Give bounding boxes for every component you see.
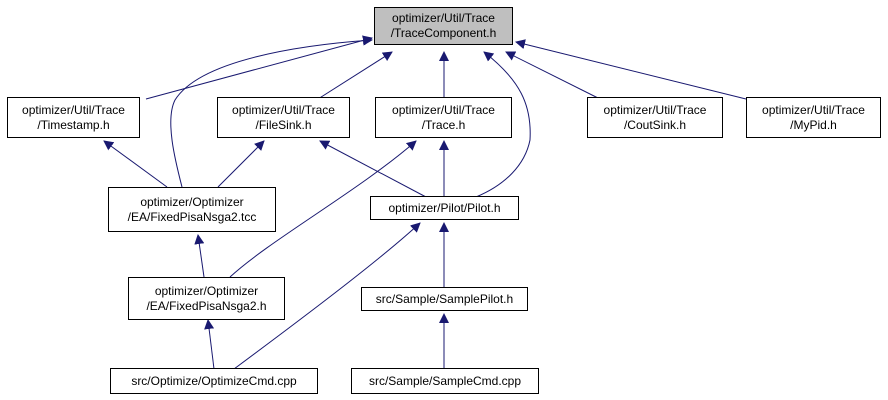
node-label: /EA/FixedPisaNsga2.h: [146, 298, 267, 313]
node-label: /TraceComponent.h: [390, 26, 497, 40]
node-label: optimizer/Pilot/Pilot.h: [388, 200, 501, 215]
node-label: /Timestamp.h: [37, 117, 110, 132]
edge-fixedpisah-to-trace: [229, 140, 417, 278]
edge-filesink-to-tracecomponent: [317, 51, 393, 100]
node-label: src/Optimize/OptimizeCmd.cpp: [131, 373, 297, 388]
node-tracecomponent[interactable]: optimizer/Util/Trace /TraceComponent.h: [374, 7, 513, 45]
node-trace[interactable]: optimizer/Util/Trace /Trace.h: [375, 97, 512, 138]
edge-timestamp-to-tracecomponent: [145, 35, 373, 100]
node-samplepilot[interactable]: src/Sample/SamplePilot.h: [361, 287, 528, 311]
node-label: optimizer/Util/Trace: [392, 102, 495, 117]
edge-coutsink-to-tracecomponent: [505, 51, 601, 100]
edge-pilot-to-tracecomponent: [475, 51, 531, 198]
node-mypid[interactable]: optimizer/Util/Trace /MyPid.h: [746, 97, 881, 138]
node-label: /MyPid.h: [790, 117, 837, 132]
edge-mypid-to-tracecomponent: [515, 39, 747, 100]
node-label: optimizer/Util/Trace: [392, 11, 495, 25]
node-fixedpisansga2-h[interactable]: optimizer/Optimizer /EA/FixedPisaNsga2.h: [128, 277, 285, 320]
node-label: optimizer/Util/Trace: [232, 102, 335, 117]
node-pilot[interactable]: optimizer/Pilot/Pilot.h: [370, 196, 519, 220]
node-label: src/Sample/SampleCmd.cpp: [368, 373, 522, 388]
node-optimizecmd[interactable]: src/Optimize/OptimizeCmd.cpp: [110, 368, 318, 394]
edge-fixedpisatcc-to-filesink: [217, 140, 265, 188]
edge-optimizecmd-to-pilot: [233, 222, 421, 370]
node-label: /FileSink.h: [255, 117, 312, 132]
node-samplecmd[interactable]: src/Sample/SampleCmd.cpp: [351, 368, 539, 394]
node-label: optimizer/Util/Trace: [762, 102, 865, 117]
node-filesink[interactable]: optimizer/Util/Trace /FileSink.h: [217, 97, 350, 138]
edge-pilot-to-filesink: [319, 140, 427, 198]
edge-optimizecmd-to-fixedpisah: [204, 319, 215, 370]
node-label: optimizer/Optimizer: [140, 194, 244, 209]
node-label: optimizer/Util/Trace: [22, 102, 125, 117]
node-timestamp[interactable]: optimizer/Util/Trace /Timestamp.h: [7, 97, 140, 138]
edge-fixedpisatcc-to-timestamp: [103, 140, 168, 188]
node-label: /EA/FixedPisaNsga2.tcc: [127, 209, 257, 224]
node-label: /Trace.h: [421, 117, 466, 132]
edge-fixedpisatcc-to-tracecomponent: [170, 35, 373, 188]
node-label: src/Sample/SamplePilot.h: [375, 291, 514, 306]
node-label: optimizer/Util/Trace: [603, 102, 707, 117]
node-coutsink[interactable]: optimizer/Util/Trace /CoutSink.h: [587, 97, 723, 138]
node-label: optimizer/Optimizer: [154, 283, 259, 298]
edge-fixedpisah-to-fixedpisatcc: [194, 234, 205, 278]
node-label: /CoutSink.h: [623, 117, 687, 132]
node-fixedpisansga2-tcc[interactable]: optimizer/Optimizer /EA/FixedPisaNsga2.t…: [108, 187, 276, 232]
